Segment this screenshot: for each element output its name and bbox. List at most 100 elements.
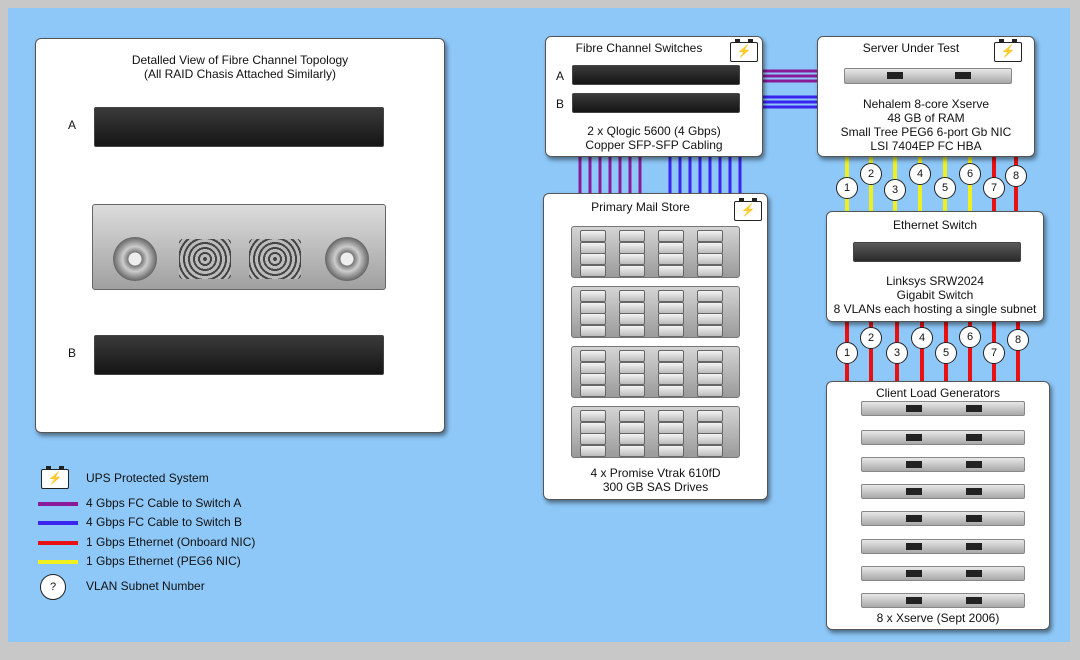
legend-eth-peg6-line — [38, 560, 78, 564]
drive-bay-icon — [658, 324, 684, 337]
fc-switch-a-label: A — [556, 69, 565, 83]
drive-bay-icon — [697, 301, 723, 314]
drive-bay-icon — [580, 264, 606, 277]
drive-bay-icon — [658, 433, 684, 445]
drive-bay-icon — [619, 253, 645, 265]
drive-bay-icon — [658, 313, 684, 325]
vlan-badge-top: 1 — [836, 177, 858, 199]
client-xserve-unit — [861, 566, 1025, 581]
vlan-badge-top: 8 — [1005, 165, 1027, 187]
vlan-badge-top: 2 — [860, 163, 882, 185]
detail-title-line1: Detalled View of Fibre Channel Topology — [131, 53, 349, 67]
drive-bay-icon — [697, 290, 723, 302]
drive-bay-icon — [580, 313, 606, 325]
drive-bay-icon — [619, 361, 645, 374]
fc-switch-b-label: B — [556, 97, 565, 111]
drive-bay-icon — [619, 433, 645, 445]
client-xserve-unit — [861, 430, 1025, 445]
drive-bay-icon — [580, 253, 606, 265]
detail-switch-a-label: A — [68, 118, 77, 132]
vtrak-610fd-unit — [571, 406, 740, 458]
drive-bay-icon — [697, 444, 723, 457]
vlan-badge-top: 7 — [983, 177, 1005, 199]
drive-bay-icon — [580, 350, 606, 362]
vlan-badge-top: 5 — [934, 177, 956, 199]
drive-bay-icon — [619, 373, 645, 385]
ethernet-switch-panel: Ethernet Switch Linksys SRW2024 Gigabit … — [826, 211, 1044, 322]
clients-title: Client Load Generators — [875, 386, 1001, 400]
fc-switch-b — [572, 93, 740, 113]
legend-vlan-text: VLAN Subnet Number — [86, 579, 205, 593]
drive-bay-icon — [658, 350, 684, 362]
drive-bay-icon — [619, 384, 645, 397]
primary-mail-store-panel: Primary Mail Store ⚡ 4 x Promise Vtrak 6… — [543, 193, 768, 500]
detail-switch-b-label: B — [68, 346, 77, 360]
drive-bay-icon — [580, 361, 606, 374]
drive-bay-icon — [580, 433, 606, 445]
drive-bay-icon — [658, 264, 684, 277]
eth-switch-line3: 8 VLANs each hosting a single subnet — [833, 302, 1037, 316]
legend-fc-b-text: 4 Gbps FC Cable to Switch B — [86, 515, 243, 529]
drive-bay-icon — [697, 350, 723, 362]
drive-bay-icon — [619, 301, 645, 314]
detail-raid-chassis — [92, 204, 386, 290]
drive-bay-icon — [619, 230, 645, 242]
ups-battery-icon: ⚡ — [734, 198, 762, 221]
legend-fc-a-line — [38, 502, 78, 506]
fc-switch-a — [572, 65, 740, 85]
server-under-test-panel: Server Under Test ⚡ Nehalem 8-core Xserv… — [817, 36, 1035, 157]
mail-store-title: Primary Mail Store — [591, 200, 690, 214]
vtrak-610fd-unit — [571, 286, 740, 338]
drive-bay-icon — [580, 421, 606, 434]
client-xserve-unit — [861, 539, 1025, 554]
drive-bay-icon — [619, 410, 645, 422]
drive-bay-icon — [658, 373, 684, 385]
ups-battery-icon: ⚡ — [730, 39, 758, 62]
drive-bay-icon — [658, 444, 684, 457]
drive-bay-icon — [697, 324, 723, 337]
drive-bay-icon — [697, 421, 723, 434]
raid-vent-right-icon — [249, 239, 301, 279]
drive-bay-icon — [658, 421, 684, 434]
legend-vlan-badge-icon: ? — [40, 574, 66, 600]
server-xserve-unit — [844, 68, 1012, 84]
drive-bay-icon — [580, 230, 606, 242]
drive-bay-icon — [619, 241, 645, 254]
server-line2: 48 GB of RAM — [887, 111, 965, 125]
linksys-switch-unit — [853, 242, 1021, 262]
drive-bay-icon — [697, 433, 723, 445]
drive-bay-icon — [619, 350, 645, 362]
vtrak-610fd-unit — [571, 226, 740, 278]
detail-title-line2: (All RAID Chasis Attached Similarly) — [143, 67, 337, 81]
drive-bay-icon — [697, 373, 723, 385]
vlan-badge-top: 4 — [909, 163, 931, 185]
drive-bay-icon — [697, 384, 723, 397]
raid-vent-left-icon — [179, 239, 231, 279]
drive-bay-icon — [697, 241, 723, 254]
drive-bay-icon — [697, 230, 723, 242]
drive-bay-icon — [619, 421, 645, 434]
drive-bay-icon — [619, 444, 645, 457]
vlan-badge-bottom: 4 — [911, 327, 933, 349]
client-xserve-unit — [861, 511, 1025, 526]
drive-bay-icon — [658, 301, 684, 314]
clients-caption: 8 x Xserve (Sept 2006) — [876, 611, 1000, 625]
server-line1: Nehalem 8-core Xserve — [862, 97, 990, 111]
drive-bay-icon — [658, 361, 684, 374]
drive-bay-icon — [619, 324, 645, 337]
drive-bay-icon — [658, 230, 684, 242]
raid-fan-left-icon — [113, 237, 157, 281]
drive-bay-icon — [619, 290, 645, 302]
vlan-badge-top: 3 — [884, 179, 906, 201]
legend-fc-b-line — [38, 521, 78, 525]
drive-bay-icon — [580, 410, 606, 422]
fc-topology-detail-panel: Detalled View of Fibre Channel Topology … — [35, 38, 445, 433]
drive-bay-icon — [580, 444, 606, 457]
client-xserve-unit — [861, 484, 1025, 499]
drive-bay-icon — [658, 290, 684, 302]
legend-ups-text: UPS Protected System — [86, 471, 209, 485]
eth-switch-line1: Linksys SRW2024 — [886, 274, 984, 288]
drive-bay-icon — [658, 384, 684, 397]
drive-bay-icon — [697, 410, 723, 422]
